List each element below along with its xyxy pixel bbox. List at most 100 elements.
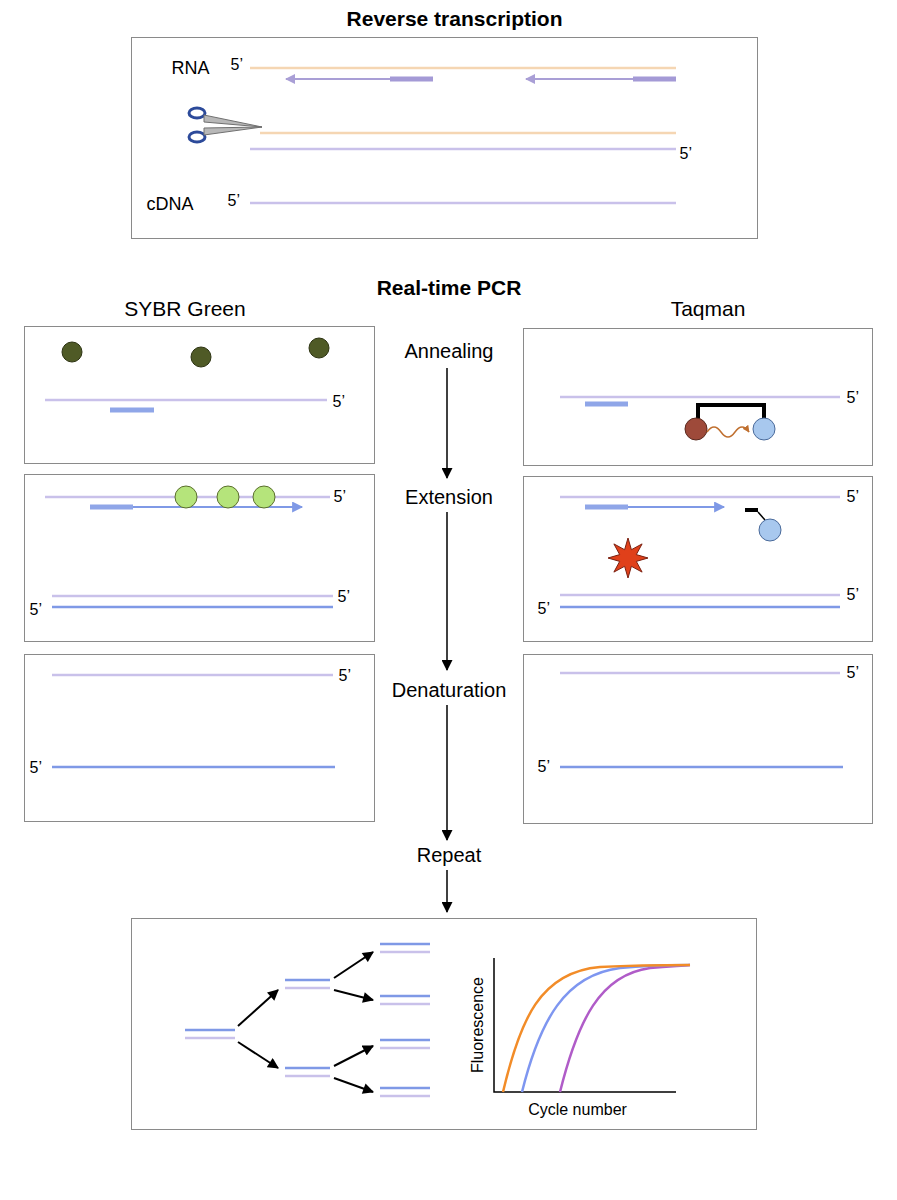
new-strand [52, 766, 335, 769]
new-strand [560, 606, 840, 609]
dna-pair [285, 987, 330, 990]
template-strand [52, 674, 333, 677]
column-heading: Taqman [671, 298, 746, 319]
strand-end-label: 5’ [847, 390, 859, 406]
primer [390, 77, 433, 82]
template-strand [560, 496, 840, 499]
strand-end-label: 5’ [847, 587, 859, 603]
scissors-handle [189, 108, 205, 118]
strand-end-label: 5’ [847, 665, 859, 681]
amplification-panel: FluorescenceCycle number [131, 918, 757, 1130]
strand-label: RNA [172, 59, 210, 77]
sybr-extension-panel: 5’ 5’ 5’ [24, 474, 375, 642]
dna-pair [185, 1029, 235, 1032]
taqman-denaturation-panel: 5’ 5’ [523, 654, 873, 824]
primer [90, 505, 133, 510]
dna-pair [380, 943, 430, 946]
dna-pair [285, 1067, 330, 1070]
new-strand [52, 606, 333, 609]
taqman-extension-panel: 5’ 5’ 5’ [523, 476, 873, 642]
released-quencher [608, 538, 648, 578]
copy-arrow [334, 1078, 373, 1092]
cdna-synthesis-arrow [526, 78, 676, 80]
sybr-annealing-panel: 5’ [24, 326, 375, 464]
copy-arrow [238, 990, 278, 1026]
strand-end-label: 5’ [30, 760, 42, 776]
cdna-synthesis-arrow [286, 78, 433, 80]
primer [110, 408, 154, 413]
reporter-dye [753, 418, 775, 440]
strand-end-label: 5’ [847, 489, 859, 505]
amplification-curve [522, 965, 690, 1092]
step-arrow [446, 368, 448, 478]
axis-title: Fluorescence [470, 976, 486, 1072]
transcription-panel: Reverse transcriptionRNA5’5’cDNA5’ [131, 37, 758, 239]
copy-arrow [334, 952, 373, 978]
new-strand [560, 766, 843, 769]
bound-dye [217, 486, 239, 508]
step-label: Annealing [405, 341, 494, 361]
primer [633, 77, 676, 82]
dna-pair [380, 951, 430, 954]
strand-end-label: 5’ [231, 57, 243, 73]
strand-end-label: 5’ [339, 668, 351, 684]
dna-pair [380, 1039, 430, 1042]
extension-arrow [628, 506, 724, 508]
template-strand [52, 595, 333, 598]
scissors-handle [189, 132, 205, 142]
step-arrow [446, 705, 448, 840]
panel-heading: Reverse transcription [347, 7, 563, 28]
probe-fragment [745, 508, 758, 512]
cdna-strand [250, 148, 676, 151]
bound-dye [175, 486, 197, 508]
sybr-denaturation-panel: 5’ 5’ [24, 654, 375, 822]
strand-label: cDNA [147, 195, 194, 213]
scissors-blade [204, 127, 262, 135]
strand-end-label: 5’ [538, 759, 550, 775]
template-strand [560, 672, 840, 675]
free-dye [191, 347, 211, 367]
template-strand [45, 399, 327, 402]
column-heading: SYBR Green [124, 298, 245, 319]
amplification-curve [503, 965, 690, 1092]
probe-fragment [758, 512, 765, 520]
dna-pair [380, 1003, 430, 1006]
free-dye [309, 338, 329, 358]
strand-end-label: 5’ [30, 602, 42, 618]
free-dye [62, 342, 82, 362]
dna-pair [185, 1037, 235, 1040]
rna-strand [250, 67, 676, 70]
step-arrow [446, 512, 448, 670]
quencher [685, 418, 707, 440]
strand-end-label: 5’ [680, 146, 692, 162]
dna-pair [285, 1075, 330, 1078]
step-label: Denaturation [392, 680, 507, 700]
taqman-annealing-panel: 5’ [523, 328, 873, 466]
primer [585, 505, 628, 510]
dna-pair [380, 995, 430, 998]
scissors-blade [204, 115, 262, 127]
copy-arrow [334, 990, 373, 1000]
template-strand [560, 594, 840, 597]
dna-pair [285, 979, 330, 982]
copy-arrow [334, 1046, 373, 1066]
quenching-arrow [707, 427, 749, 437]
section-heading: Real-time PCR [377, 277, 522, 298]
cdna-strand [250, 202, 676, 205]
dna-pair [380, 1047, 430, 1050]
strand-end-label: 5’ [338, 589, 350, 605]
template-strand [560, 396, 840, 399]
step-label: Extension [405, 487, 493, 507]
strand-end-label: 5’ [538, 601, 550, 617]
strand-end-label: 5’ [334, 489, 346, 505]
reporter-dye [759, 519, 781, 541]
step-arrow [446, 870, 448, 912]
copy-arrow [238, 1042, 278, 1068]
plot-axes [494, 958, 676, 1092]
dna-pair [380, 1095, 430, 1098]
probe [698, 405, 764, 420]
rna-strand [260, 132, 676, 135]
strand-end-label: 5’ [228, 193, 240, 209]
